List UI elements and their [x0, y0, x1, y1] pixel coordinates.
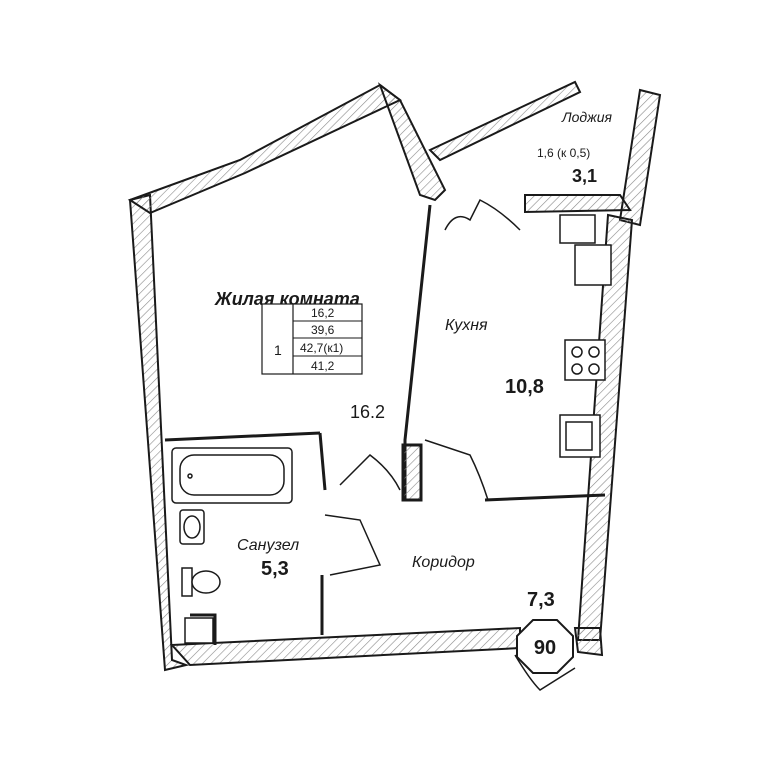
loggia-coef: 1,6 (к 0,5)	[537, 146, 590, 160]
kitchen-sink-bowl	[565, 421, 593, 451]
summary-area-other: 41,2	[311, 359, 335, 373]
bathroom-right-wall	[318, 432, 327, 491]
bathroom-label: Санузел	[237, 537, 299, 554]
entrance-door[interactable]	[514, 654, 576, 691]
kitchen-corridor-wall	[484, 493, 606, 502]
loggia-door[interactable]	[444, 198, 521, 231]
toilet-bowl	[191, 570, 221, 594]
bathtub-inner	[179, 454, 285, 496]
outer-walls	[127, 80, 662, 672]
rooms-count: 1	[274, 342, 282, 358]
stove-burner-3	[571, 363, 583, 375]
fixtures	[171, 214, 612, 644]
bathroom-sink-bowl	[183, 515, 201, 539]
living-right-wall-top	[377, 82, 447, 202]
bottom-right-wall	[573, 627, 604, 657]
doors	[324, 198, 576, 691]
bathroom-cabinet	[184, 617, 214, 644]
apartment-number: 90	[534, 637, 556, 659]
summary-living-area: 16,2	[311, 306, 335, 320]
room-labels: Жилая комната 16.2 Кухня 10,8 Лоджия 1,6…	[214, 109, 613, 611]
kitchen-cabinet	[559, 214, 596, 244]
stove	[564, 339, 606, 381]
corridor-area: 7,3	[527, 589, 555, 611]
kitchen-label: Кухня	[445, 317, 488, 334]
bathroom-area: 5,3	[261, 558, 289, 580]
summary-area-with-coef: 42,7(к1)	[300, 341, 343, 355]
partition-column	[401, 443, 423, 502]
kitchen-top-wall	[428, 80, 582, 162]
top-diagonal-wall	[127, 83, 402, 215]
living-door[interactable]	[339, 454, 401, 491]
apartment-number-badge: 90	[516, 619, 574, 674]
loggia-area: 3,1	[572, 166, 597, 186]
bathtub-drain	[187, 473, 193, 479]
corridor-label: Коридор	[412, 554, 475, 571]
toilet-tank	[181, 567, 193, 597]
stove-burner-1	[571, 346, 583, 358]
kitchen-door[interactable]	[424, 439, 489, 501]
kitchen-area: 10,8	[505, 376, 544, 398]
interior-walls	[164, 204, 606, 645]
left-wall	[128, 193, 190, 672]
bathroom-door[interactable]	[324, 514, 382, 576]
kitchen-counter-top	[574, 244, 612, 286]
bottom-wall	[169, 626, 521, 667]
stove-burner-2	[588, 346, 600, 358]
loggia-right-wall	[618, 88, 662, 227]
bathroom-divider	[190, 613, 217, 645]
loggia-bottom-wall	[524, 194, 632, 214]
bathroom-top-wall	[164, 431, 321, 442]
loggia-label: Лоджия	[561, 109, 613, 125]
summary-total-area: 39,6	[311, 323, 335, 337]
stove-burner-4	[588, 363, 600, 375]
living-room-area: 16.2	[350, 402, 385, 422]
area-summary-table: 1 16,2 39,6 42,7(к1) 41,2	[261, 303, 363, 375]
